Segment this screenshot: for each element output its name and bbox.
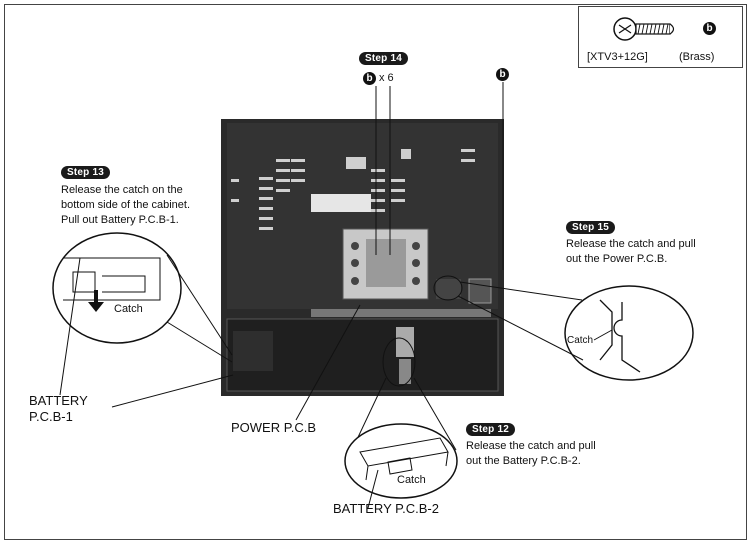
- step15-badge: Step 15: [566, 221, 615, 234]
- step12-badge: Step 12: [466, 423, 515, 436]
- catch-label-bottom: Catch: [397, 474, 426, 486]
- device-photo: [221, 119, 504, 396]
- battery-pcb1-label: BATTERY P.C.B-1: [29, 393, 88, 424]
- step12-text: Release the catch and pull out the Batte…: [466, 440, 596, 467]
- screw-material: (Brass): [679, 51, 715, 63]
- catch-label-left: Catch: [114, 303, 143, 315]
- catch-detail-left: [52, 232, 182, 344]
- catch-label-right: Catch: [567, 335, 594, 346]
- power-pcb-label: POWER P.C.B: [231, 420, 317, 435]
- step14-count: x 6: [379, 72, 394, 84]
- step13-text: Release the catch on the bottom side of …: [61, 184, 191, 226]
- step14-badge: Step 14: [359, 52, 408, 65]
- screw-icon: [613, 17, 675, 41]
- step13-badge: Step 13: [61, 166, 110, 179]
- symbol-b-icon: b: [363, 72, 376, 85]
- step15-text: Release the catch and pull out the Power…: [566, 238, 696, 265]
- screw-legend: b [XTV3+12G] (Brass): [578, 6, 743, 68]
- catch-detail-bottom: [344, 423, 458, 499]
- battery-pcb2-label: BATTERY P.C.B-2: [333, 501, 439, 516]
- screw-code: [XTV3+12G]: [587, 51, 648, 63]
- device-illustration: [221, 119, 504, 396]
- figure-frame: [4, 4, 747, 540]
- symbol-b-icon: b: [496, 68, 509, 81]
- symbol-b-icon: b: [703, 22, 716, 35]
- catch-detail-right: [564, 285, 694, 381]
